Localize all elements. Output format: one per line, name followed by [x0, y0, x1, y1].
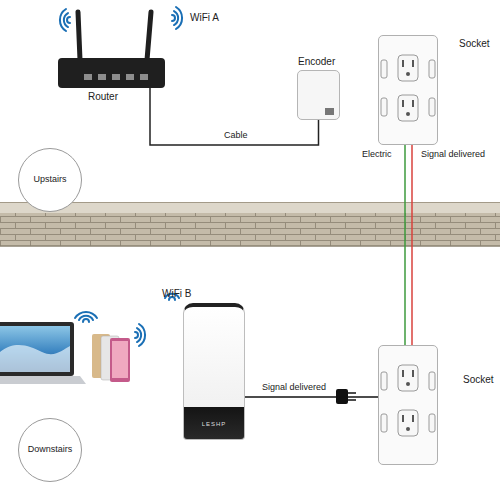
wifi-symbol — [176, 7, 182, 29]
node-label: Encoder — [298, 56, 335, 67]
outlet-slot — [412, 370, 414, 377]
signal-cable — [245, 396, 378, 398]
node-label: Socket — [459, 38, 490, 49]
router-antenna — [78, 12, 151, 60]
floor-slab — [0, 213, 500, 246]
floor-circle: Downstairs — [18, 418, 82, 482]
floor-slab — [0, 245, 500, 247]
floor-slab — [0, 202, 500, 203]
wifi-symbol — [174, 11, 178, 25]
outlet-slot — [412, 100, 414, 107]
outlet-slot — [412, 60, 414, 67]
router-antenna — [147, 12, 151, 60]
wifi-symbol — [67, 17, 70, 23]
socket-outlet — [398, 410, 418, 436]
encoder-port — [325, 108, 334, 115]
wifi-symbol — [60, 9, 66, 31]
floor-slab — [0, 202, 500, 213]
outlet-slot — [402, 60, 404, 67]
connector-label: Signal delivered — [262, 383, 326, 393]
connector-label: Electric — [362, 150, 392, 160]
outlet-slot — [406, 382, 410, 386]
node-label: Router — [88, 91, 118, 102]
socket-outlet — [429, 414, 435, 432]
power-plug — [348, 399, 356, 401]
laptop — [0, 345, 70, 372]
router-port — [98, 74, 106, 80]
encoder-port — [325, 108, 334, 115]
router-port — [84, 74, 92, 80]
router-port — [112, 74, 120, 80]
router-box: Router — [58, 58, 165, 88]
wifi-symbol — [83, 319, 89, 322]
encoder-box: Encoder — [297, 70, 340, 120]
outlet-slot — [402, 370, 404, 377]
router-port — [126, 74, 134, 80]
laptop — [0, 322, 74, 376]
node-label: Downstairs — [19, 445, 81, 455]
wifi-symbol — [60, 9, 70, 31]
wifi-symbol — [135, 324, 145, 346]
outlet-slot — [402, 415, 404, 422]
tablet-device — [92, 334, 130, 382]
wifi-symbol — [137, 328, 141, 342]
wifi-symbol — [172, 7, 182, 29]
socket-outlet — [381, 60, 387, 78]
wifi-symbol — [139, 324, 145, 346]
signal-wire — [411, 145, 413, 345]
network-name: WiFi A — [190, 12, 219, 23]
connector-label: Cable — [224, 131, 248, 141]
outlet-slot — [406, 72, 410, 76]
wifi-extender: WiFi BLESHP — [183, 303, 245, 440]
socket-outlet — [381, 372, 387, 390]
laptop — [0, 376, 86, 384]
floor-circle: Upstairs — [18, 148, 82, 212]
power-plug — [348, 392, 356, 394]
node-label: WiFi B — [162, 288, 191, 299]
outlet-slot — [402, 60, 414, 431]
socket-box: Socket — [378, 345, 438, 465]
electric-wire — [404, 145, 406, 345]
socket-outlet — [398, 95, 418, 121]
node-label: Upstairs — [19, 175, 81, 185]
socket-box: Socket — [378, 35, 438, 145]
tablet-device — [112, 341, 128, 378]
outlet-slot — [406, 112, 410, 116]
wifi-symbol — [64, 13, 68, 27]
wifi-symbol — [75, 312, 97, 322]
outlet-slot — [412, 415, 414, 422]
socket-outlet — [398, 365, 418, 391]
wifi-symbol — [172, 15, 175, 21]
tablet-device — [110, 338, 130, 382]
socket-outlet — [429, 372, 435, 390]
floor-slab — [0, 202, 500, 246]
socket-outlet — [381, 98, 387, 116]
socket-outlet — [381, 414, 387, 432]
router-port — [84, 74, 148, 80]
wifi-symbol — [75, 312, 97, 318]
wifi-symbol — [135, 332, 138, 338]
ethernet-cable — [150, 88, 319, 145]
socket-outlet — [398, 55, 418, 81]
socket-outlet — [429, 98, 435, 116]
laptop — [0, 326, 70, 372]
socket-outlet — [381, 55, 435, 436]
node-label: Socket — [463, 374, 494, 385]
router-port — [140, 74, 148, 80]
outlet-slot — [402, 100, 404, 107]
connector-label: Signal delivered — [421, 150, 485, 160]
router-antenna — [78, 12, 80, 60]
laptop — [0, 322, 86, 384]
outlet-slot — [406, 427, 410, 431]
brand-label: LESHP — [184, 421, 244, 428]
socket-outlet — [429, 60, 435, 78]
wifi-symbol — [79, 316, 93, 320]
